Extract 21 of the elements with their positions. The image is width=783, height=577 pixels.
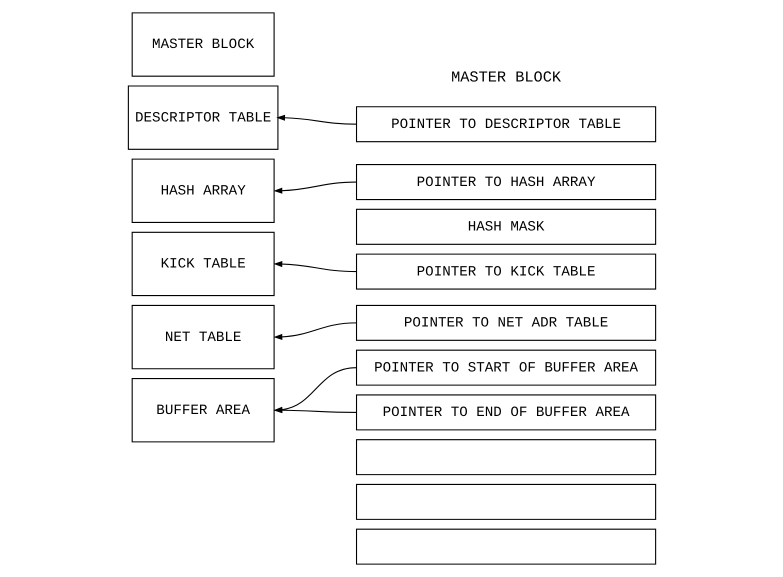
node-box: NET TABLE bbox=[131, 304, 274, 370]
node-box: POINTER TO HASH ARRAY bbox=[355, 164, 656, 200]
node-box: HASH MASK bbox=[355, 208, 656, 245]
arrow bbox=[273, 182, 356, 194]
arrow bbox=[273, 322, 356, 340]
label: MASTER BLOCK bbox=[450, 68, 561, 86]
node-box: POINTER TO END OF BUFFER AREA bbox=[355, 394, 656, 430]
node-box: POINTER TO KICK TABLE bbox=[355, 254, 656, 290]
node-box bbox=[355, 484, 656, 520]
node-box bbox=[355, 528, 656, 565]
node-box: POINTER TO START OF BUFFER AREA bbox=[355, 350, 656, 386]
node-box: BUFFER AREA bbox=[131, 378, 274, 442]
node-box bbox=[355, 439, 656, 476]
node-box: MASTER BLOCK bbox=[131, 12, 274, 77]
node-box: DESCRIPTOR TABLE bbox=[127, 85, 278, 150]
arrow bbox=[273, 260, 356, 272]
node-box: POINTER TO DESCRIPTOR TABLE bbox=[355, 106, 656, 142]
node-box: POINTER TO NET ADR TABLE bbox=[355, 304, 656, 341]
node-box: KICK TABLE bbox=[131, 232, 274, 296]
arrow bbox=[276, 114, 356, 125]
node-box: HASH ARRAY bbox=[131, 158, 274, 223]
